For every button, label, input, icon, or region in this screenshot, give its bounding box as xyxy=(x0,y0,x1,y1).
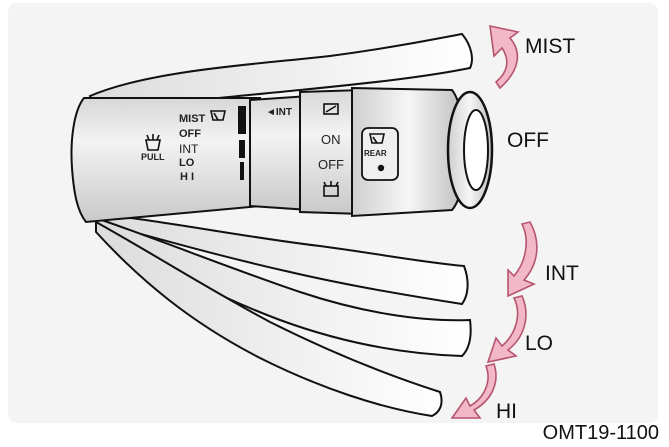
stalk-label-int-arrow: ◄INT xyxy=(266,107,293,118)
position-label-hi: HI xyxy=(496,400,517,423)
stalk-label-hi: H I xyxy=(180,171,195,183)
rear-washer-icon xyxy=(323,181,339,197)
rear-button-wiper-icon xyxy=(369,133,385,144)
stalk-body xyxy=(70,97,261,224)
front-washer-pull-icon xyxy=(145,134,161,151)
rear-button-label: REAR xyxy=(364,149,387,158)
stalk-label-lo: LO xyxy=(179,157,195,169)
arrow-lo xyxy=(486,295,527,364)
position-label-lo: LO xyxy=(525,332,554,355)
washer-label-on: ON xyxy=(321,132,341,147)
ghost-stalk-mist xyxy=(88,32,473,114)
figure-code: OMT19-1100 xyxy=(542,422,659,444)
intermittent-speed-bars-icon xyxy=(238,106,246,180)
stalk-label-pull: PULL xyxy=(141,152,165,162)
position-label-int: INT xyxy=(545,262,579,285)
arrow-hi xyxy=(450,363,497,419)
washer-label-off: OFF xyxy=(318,157,344,172)
rear-button-dot xyxy=(377,164,385,172)
position-label-off: OFF xyxy=(507,129,549,152)
arrow-int xyxy=(507,221,538,298)
stalk-label-int: INT xyxy=(179,142,199,156)
stalk-label-mist: MIST xyxy=(179,113,206,125)
ghost-stalk-int xyxy=(95,212,469,306)
arrow-mist xyxy=(489,24,520,90)
front-wiper-icon xyxy=(210,110,226,121)
position-label-mist: MIST xyxy=(525,35,576,58)
ghost-stalk-hi xyxy=(95,220,443,418)
rear-wiper-icon xyxy=(323,103,339,115)
stalk-label-off: OFF xyxy=(179,128,201,140)
